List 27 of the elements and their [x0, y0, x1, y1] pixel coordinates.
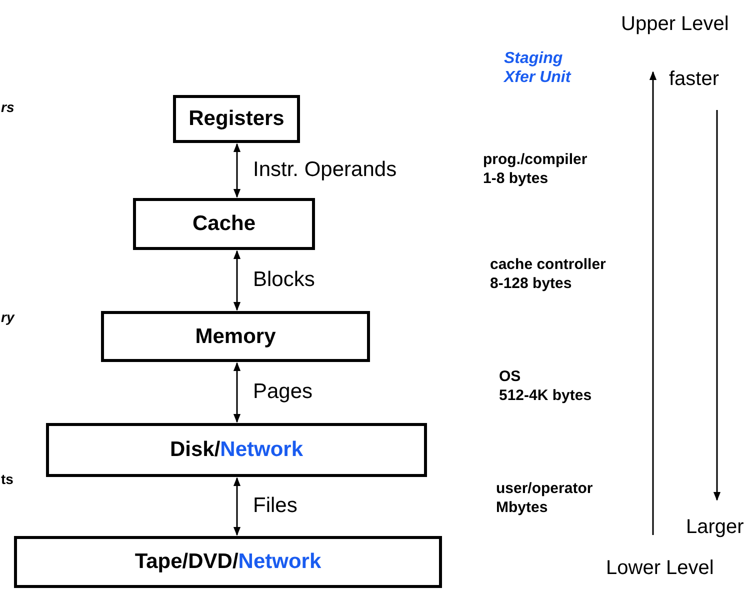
level-box: Disk/Network: [46, 423, 427, 477]
annotation-text: cache controller: [490, 257, 606, 274]
annotation-text: prog./compiler: [483, 152, 588, 168]
annotation-text: 512-4K bytes: [499, 388, 592, 404]
level-box: Tape/DVD/Network: [14, 536, 442, 588]
annotation-text: OS: [499, 369, 521, 386]
level-box: Memory: [101, 311, 370, 362]
level-box: Cache: [133, 198, 315, 250]
annotation-text: Larger: [686, 516, 744, 538]
annotation-text: Upper Level: [621, 13, 729, 35]
double-arrow: [233, 250, 241, 311]
annotation-text: ry: [1, 310, 14, 326]
annotation-text: rs: [1, 100, 14, 116]
annotation-text: Lower Level: [606, 557, 714, 579]
annotation-text: ts: [1, 472, 14, 488]
annotation-text: Xfer Unit: [504, 69, 571, 87]
level-box: Registers: [173, 95, 300, 143]
annotation-text: 1-8 bytes: [483, 171, 548, 188]
annotation-text: Staging: [504, 50, 563, 68]
edge-label: Instr. Operands: [253, 158, 397, 182]
double-arrow: [233, 477, 241, 536]
annotation-text: 8-128 bytes: [490, 276, 572, 292]
double-arrow: [233, 362, 241, 423]
annotation-text: user/operator: [496, 481, 593, 498]
double-arrow: [233, 143, 241, 198]
annotation-text: faster: [669, 68, 720, 90]
annotation-text: Mbytes: [496, 500, 548, 516]
